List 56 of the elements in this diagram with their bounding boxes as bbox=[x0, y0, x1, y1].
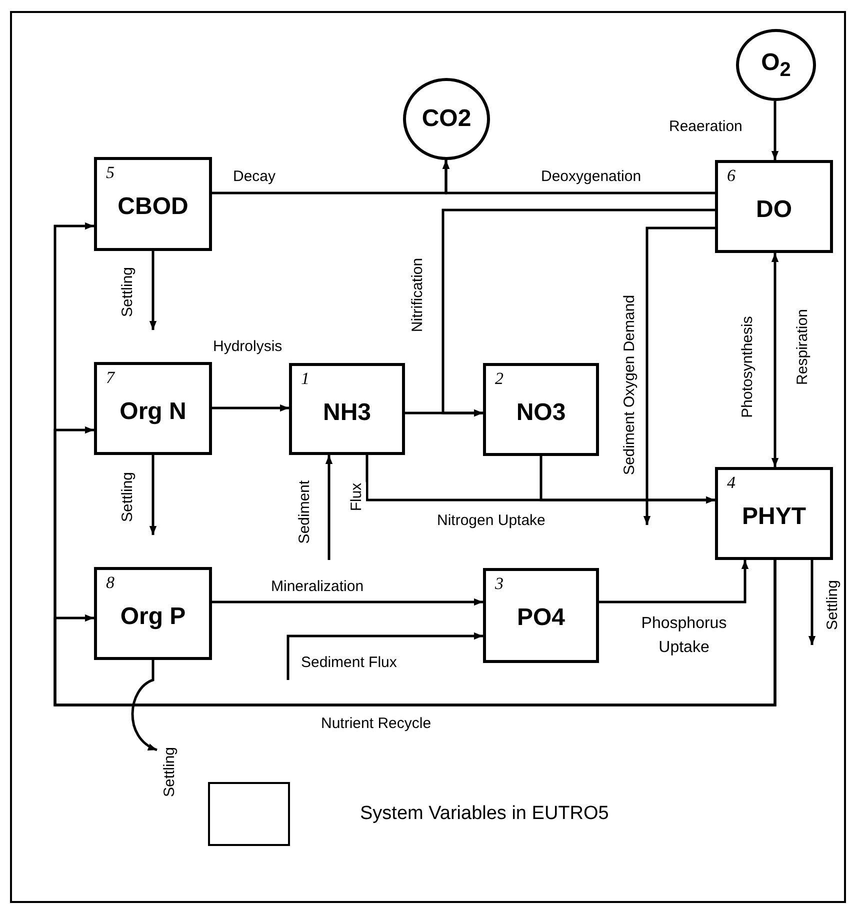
node-number: 8 bbox=[106, 574, 114, 591]
arrow bbox=[442, 160, 715, 194]
node-label: Org P bbox=[119, 604, 187, 630]
process-label: Respiration bbox=[794, 308, 812, 386]
node-label: O$_{2}$ bbox=[761, 50, 791, 80]
state-box bbox=[289, 363, 405, 455]
arrow bbox=[599, 560, 749, 604]
legend-text: System Variables in EUTRO5 bbox=[360, 803, 609, 825]
arrow bbox=[771, 101, 779, 160]
node-label: PHYT bbox=[740, 504, 807, 530]
node-label: Org N bbox=[118, 399, 188, 426]
node-number: 5 bbox=[106, 164, 114, 181]
arrow bbox=[54, 222, 776, 706]
edge-label: Settling bbox=[161, 746, 179, 798]
arrow bbox=[286, 632, 483, 680]
state-box bbox=[715, 467, 833, 560]
arrow bbox=[808, 560, 816, 645]
arrow bbox=[540, 456, 715, 504]
edge-label: Nitrogen Uptake bbox=[436, 512, 546, 530]
node-label: DO bbox=[755, 197, 793, 224]
arrow bbox=[149, 455, 157, 535]
node-number: 3 bbox=[495, 575, 504, 592]
edge-label: Photosynthesis bbox=[739, 315, 757, 419]
state-box bbox=[715, 160, 833, 253]
state-box bbox=[94, 362, 212, 455]
edge-label: Settling bbox=[824, 578, 842, 632]
edge-label: Sediment Oxygen Demand bbox=[621, 294, 639, 476]
state-box bbox=[94, 157, 212, 251]
node-label: CO2 bbox=[422, 106, 472, 132]
arrow bbox=[131, 660, 158, 752]
node-number: 7 bbox=[106, 369, 114, 386]
arrow bbox=[405, 409, 483, 417]
edge-label: Settling bbox=[119, 470, 137, 524]
node-label: NH3 bbox=[322, 400, 372, 426]
edge-label: Settling bbox=[119, 266, 137, 318]
process-label: Flux bbox=[348, 482, 366, 512]
arrow bbox=[212, 598, 483, 606]
state-box bbox=[483, 363, 599, 456]
arrow bbox=[149, 251, 157, 330]
edge-label: Nutrient Recycle bbox=[320, 715, 432, 733]
node-label: CBOD bbox=[116, 194, 190, 220]
state-box bbox=[483, 568, 599, 663]
edge-label: Deoxygenation bbox=[540, 168, 642, 186]
node-number: 6 bbox=[727, 167, 736, 184]
node-number: 1 bbox=[301, 370, 310, 387]
state-box bbox=[94, 567, 212, 660]
arrow bbox=[643, 226, 715, 525]
arrow bbox=[212, 404, 289, 412]
node-label: NO3 bbox=[515, 400, 567, 426]
arrow bbox=[771, 253, 779, 467]
edge-label: Hydrolysis bbox=[212, 338, 284, 356]
arrow bbox=[325, 455, 333, 560]
node-label: PO4 bbox=[516, 605, 566, 632]
node-number: 4 bbox=[727, 474, 736, 491]
node-number: 2 bbox=[495, 370, 504, 387]
edge-label: Decay bbox=[232, 168, 277, 186]
